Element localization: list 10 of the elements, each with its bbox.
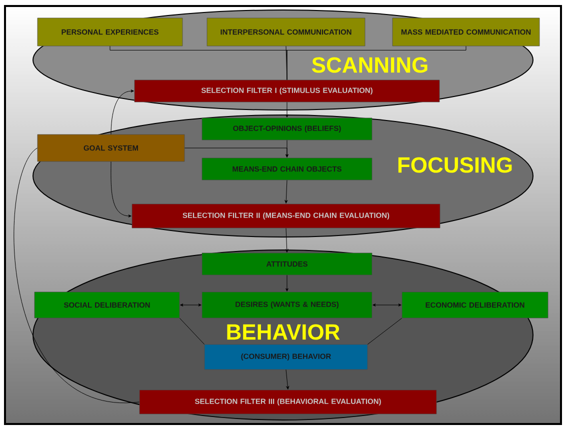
arrow	[285, 228, 288, 252]
arrow	[184, 148, 288, 158]
arrow	[110, 90, 134, 135]
arrow	[286, 274, 288, 292]
arrow	[286, 369, 290, 390]
arrow	[284, 180, 288, 204]
arrow	[180, 304, 202, 306]
arrow	[372, 304, 402, 306]
arrow	[110, 161, 132, 218]
arrow	[286, 102, 288, 118]
